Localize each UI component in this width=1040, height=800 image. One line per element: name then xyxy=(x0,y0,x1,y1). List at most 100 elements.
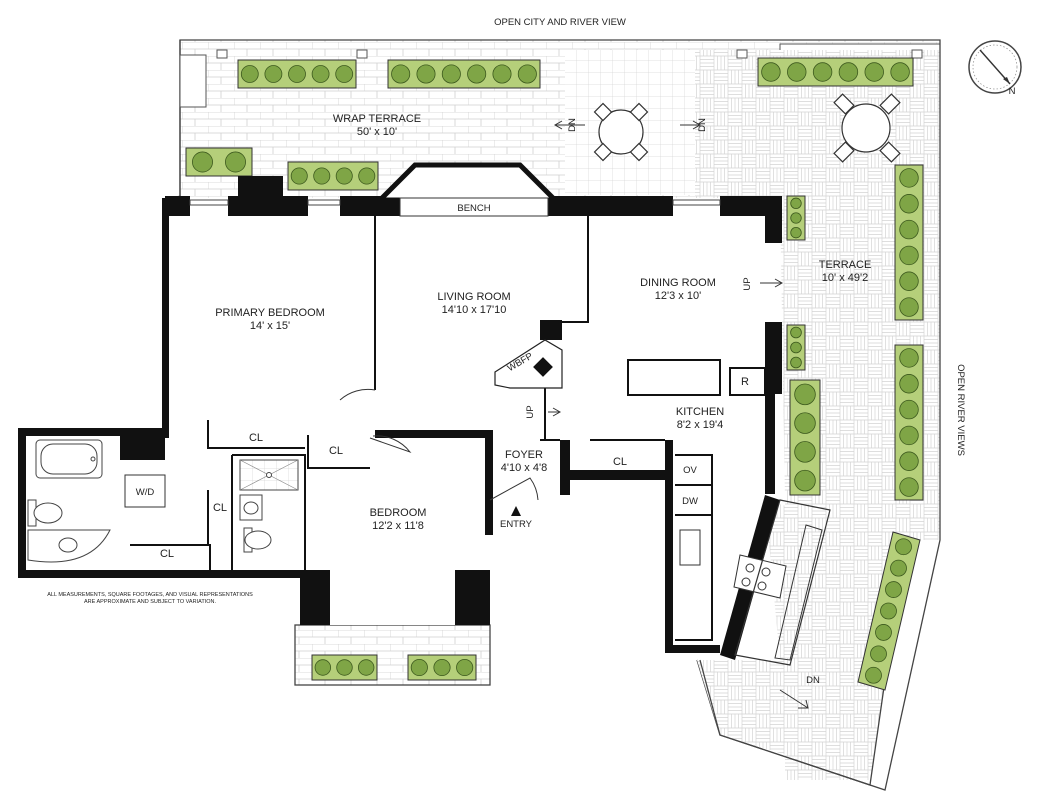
plant-icon xyxy=(899,194,919,214)
plant-icon xyxy=(838,62,859,82)
plant-icon xyxy=(899,399,919,420)
plant-icon xyxy=(358,167,376,185)
entry-label: ENTRY xyxy=(500,519,533,530)
plant-icon xyxy=(264,65,283,83)
view-right-label: OPEN RIVER VIEWS xyxy=(955,364,966,456)
plant-icon xyxy=(899,219,919,240)
wrap-terrace-name: WRAP TERRACE xyxy=(333,113,421,125)
fridge-label: R xyxy=(741,376,749,388)
planter-7 xyxy=(894,164,924,321)
plant-icon xyxy=(790,197,802,210)
terrace-round-table xyxy=(833,93,901,163)
cl-label-1: CL xyxy=(249,432,263,444)
sink xyxy=(27,494,263,563)
plant-icon xyxy=(794,383,816,406)
dn-label-west: DN xyxy=(567,118,578,132)
compass-icon: N xyxy=(968,40,1022,97)
plant-icon xyxy=(899,374,919,394)
wd-label: W/D xyxy=(136,487,155,498)
doors xyxy=(339,388,539,501)
plant-icon xyxy=(441,64,461,84)
plant-icon xyxy=(290,167,308,185)
bedroom-dims: 12'2 x 11'8 xyxy=(372,520,424,532)
plant-icon xyxy=(899,168,919,188)
up-label-dining: UP xyxy=(742,277,753,290)
plant-icon xyxy=(391,64,411,84)
plant-icon xyxy=(794,441,816,463)
plant-icon xyxy=(895,538,912,556)
kitchen-sink xyxy=(679,529,701,566)
entry-arrow xyxy=(511,506,521,516)
planter-2 xyxy=(387,59,541,89)
cl-label-4: CL xyxy=(213,502,227,514)
dining-room-dims: 12'3 x 10' xyxy=(655,290,701,302)
plant-icon xyxy=(192,151,213,173)
shower xyxy=(239,459,299,491)
plant-icon xyxy=(812,62,833,82)
apartment-floor xyxy=(20,198,780,650)
living-room-name: LIVING ROOM xyxy=(437,291,510,303)
dining-room-name: DINING ROOM xyxy=(640,277,716,289)
plant-icon xyxy=(787,62,807,82)
view-top-label: OPEN CITY AND RIVER VIEW xyxy=(494,17,626,28)
plant-icon xyxy=(899,425,919,446)
toilet xyxy=(27,499,272,553)
dn-label-east: DN xyxy=(697,118,708,132)
plant-icon xyxy=(875,624,892,641)
plant-icon xyxy=(467,64,487,84)
plant-icon xyxy=(314,659,332,676)
plant-icon xyxy=(416,64,436,84)
dw-label: DW xyxy=(682,496,698,507)
plant-icon xyxy=(335,167,353,185)
cl-label-2: CL xyxy=(329,445,343,457)
plant-icon xyxy=(433,658,451,677)
primary-bedroom-dims: 14' x 15' xyxy=(250,320,290,332)
plant-icon xyxy=(335,65,354,83)
plant-icon xyxy=(240,65,259,83)
bench xyxy=(399,197,549,217)
kitchen-window xyxy=(734,499,831,666)
plant-icon xyxy=(492,64,512,84)
kitchen-name: KITCHEN xyxy=(676,406,724,418)
plant-icon xyxy=(794,469,816,492)
plant-icon xyxy=(790,212,802,224)
bedroom-name: BEDROOM xyxy=(370,507,427,519)
fireplace xyxy=(494,339,563,389)
cl-label-5: CL xyxy=(160,548,174,560)
plant-icon xyxy=(899,477,919,497)
plant-icon xyxy=(357,659,375,676)
plant-icon xyxy=(899,271,919,291)
compass-north-label: N xyxy=(1009,86,1016,97)
plant-icon xyxy=(225,151,246,173)
disclaimer-line-2: ARE APPROXIMATE AND SUBJECT TO VARIATION… xyxy=(84,599,217,605)
range xyxy=(733,554,787,599)
plant-icon xyxy=(864,62,884,82)
plant-icon xyxy=(865,666,882,684)
wrap-terrace-dims: 50' x 10' xyxy=(357,126,397,138)
dn-arrows xyxy=(548,120,809,709)
bathtub xyxy=(35,439,103,479)
terrace-name: TERRACE xyxy=(819,259,872,271)
plant-icon xyxy=(336,659,353,676)
kitchen-dims: 8'2 x 19'4 xyxy=(677,419,723,431)
bay-window xyxy=(373,162,562,217)
plant-icon xyxy=(790,226,802,239)
plant-icon xyxy=(761,62,781,82)
foyer-name: FOYER xyxy=(505,449,543,461)
foyer-dims: 4'10 x 4'8 xyxy=(501,462,547,474)
plant-icon xyxy=(890,559,907,577)
plant-icon xyxy=(790,341,802,354)
planter-3 xyxy=(757,57,914,87)
plant-icon xyxy=(870,645,887,663)
ov-label: OV xyxy=(683,465,697,476)
plant-icon xyxy=(410,658,428,677)
living-room-dims: 14'10 x 17'10 xyxy=(442,304,507,316)
bench-label: BENCH xyxy=(457,203,490,214)
planter-10 xyxy=(894,344,924,501)
plant-icon xyxy=(899,245,919,266)
terrace-dining-set xyxy=(593,102,649,162)
terrace-dims: 10' x 49'2 xyxy=(822,272,868,284)
plant-icon xyxy=(890,62,910,82)
plant-icon xyxy=(790,356,802,369)
